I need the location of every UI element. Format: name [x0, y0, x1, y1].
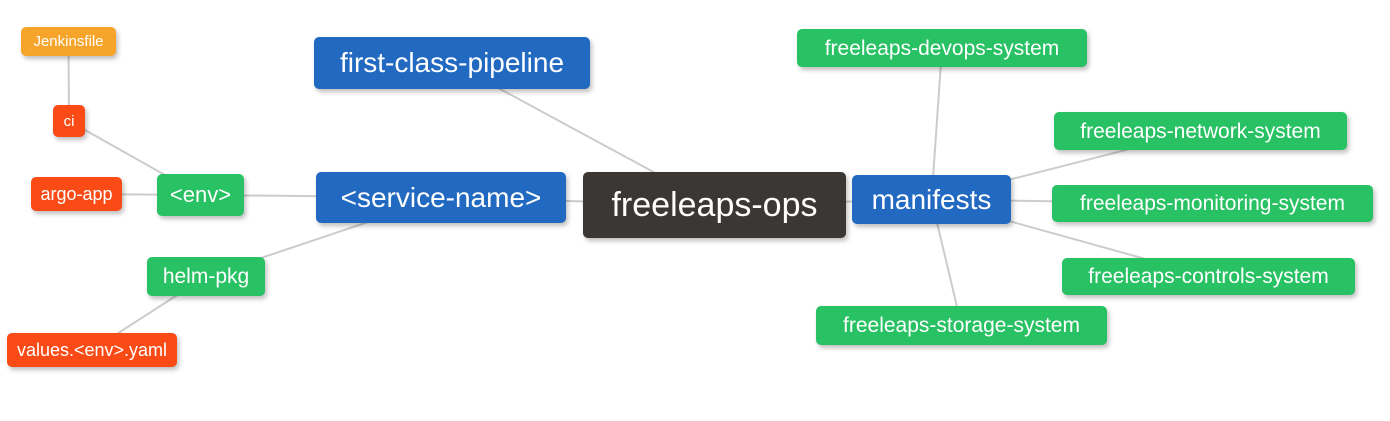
node-label: freeleaps-monitoring-system	[1080, 192, 1345, 215]
node-values-env-yaml[interactable]: values.<env>.yaml	[7, 333, 177, 367]
node-label: freeleaps-storage-system	[843, 314, 1080, 337]
node-freeleaps-network-system[interactable]: freeleaps-network-system	[1054, 112, 1347, 150]
node-freeleaps-ops[interactable]: freeleaps-ops	[583, 172, 846, 238]
node-env[interactable]: <env>	[157, 174, 244, 216]
node-label: argo-app	[40, 184, 113, 204]
node-label: first-class-pipeline	[339, 47, 565, 78]
node-label: Jenkinsfile	[33, 33, 104, 50]
node-label: ci	[63, 112, 75, 130]
node-service-name[interactable]: <service-name>	[316, 172, 566, 223]
node-label: <env>	[169, 182, 232, 207]
node-freeleaps-controls-system[interactable]: freeleaps-controls-system	[1062, 258, 1355, 295]
node-jenkinsfile[interactable]: Jenkinsfile	[21, 27, 116, 56]
node-label: helm-pkg	[162, 265, 250, 288]
node-label: <service-name>	[340, 181, 542, 213]
node-manifests[interactable]: manifests	[852, 175, 1011, 224]
node-label: values.<env>.yaml	[16, 340, 168, 360]
node-freeleaps-devops-system[interactable]: freeleaps-devops-system	[797, 29, 1087, 67]
node-label: freeleaps-controls-system	[1088, 265, 1329, 288]
node-argo-app[interactable]: argo-app	[31, 177, 122, 211]
node-helm-pkg[interactable]: helm-pkg	[147, 257, 265, 296]
node-freeleaps-monitoring-system[interactable]: freeleaps-monitoring-system	[1052, 185, 1373, 222]
node-label: freeleaps-ops	[611, 186, 818, 224]
node-label: manifests	[871, 183, 992, 215]
node-first-class-pipeline[interactable]: first-class-pipeline	[314, 37, 590, 89]
node-label: freeleaps-devops-system	[824, 36, 1060, 60]
node-ci[interactable]: ci	[53, 105, 85, 137]
node-label: freeleaps-network-system	[1080, 119, 1321, 143]
node-freeleaps-storage-system[interactable]: freeleaps-storage-system	[816, 306, 1107, 345]
